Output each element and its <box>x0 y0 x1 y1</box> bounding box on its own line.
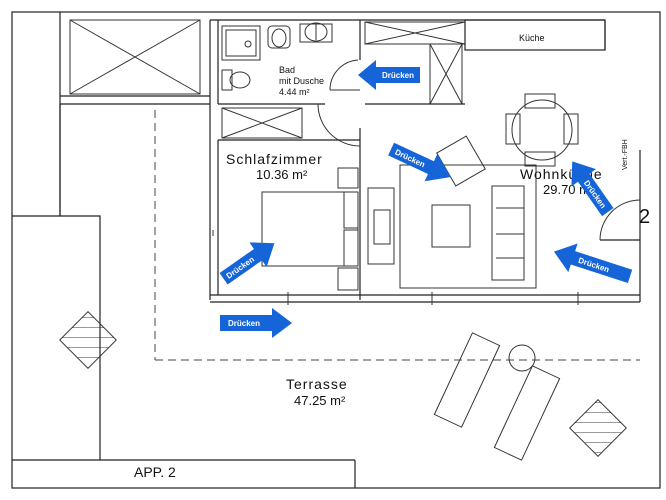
druecken-label: Drücken <box>382 71 414 80</box>
living-furniture <box>367 93 579 289</box>
vert-fbh-label: Vert.-FBH <box>622 139 629 170</box>
bedroom-furniture <box>261 167 359 291</box>
outer-walls <box>11 11 661 489</box>
shaft-boxes <box>69 19 466 139</box>
door-swings <box>317 59 641 241</box>
window-marks <box>212 230 579 305</box>
bad-room-area: 4.44 m² <box>279 87 310 97</box>
planters <box>59 311 627 457</box>
apartment-label: APP. 2 <box>134 464 176 480</box>
druecken-label: Drücken <box>228 319 260 328</box>
druecken-arrow-bad[interactable]: Drücken <box>358 60 420 90</box>
terrace-outline <box>154 110 640 361</box>
druecken-arrow-living[interactable]: Drücken <box>388 142 454 184</box>
interior-walls <box>209 19 641 303</box>
kueche-label: Küche <box>519 33 545 43</box>
apartment-number: 2 <box>639 206 651 228</box>
druecken-arrow-living-window[interactable]: Drücken <box>552 243 633 284</box>
schlafzimmer-room-name: Schlafzimmer <box>226 151 323 167</box>
druecken-arrow-bedroom[interactable]: Drücken <box>218 236 280 286</box>
bad-room-name: Bad <box>279 65 296 75</box>
terrace-furniture <box>433 332 561 461</box>
druecken-arrow-terrace[interactable]: Drücken <box>220 308 292 338</box>
bad-room-subtitle: mit Dusche <box>279 76 325 86</box>
terrasse-room-name: Terrasse <box>286 376 348 392</box>
terrasse-room-area: 47.25 m² <box>294 393 346 408</box>
druecken-arrow-kitchen[interactable]: Drücken <box>562 150 614 217</box>
schlafzimmer-room-area: 10.36 m² <box>256 167 308 182</box>
bathroom-fixtures <box>221 22 333 91</box>
